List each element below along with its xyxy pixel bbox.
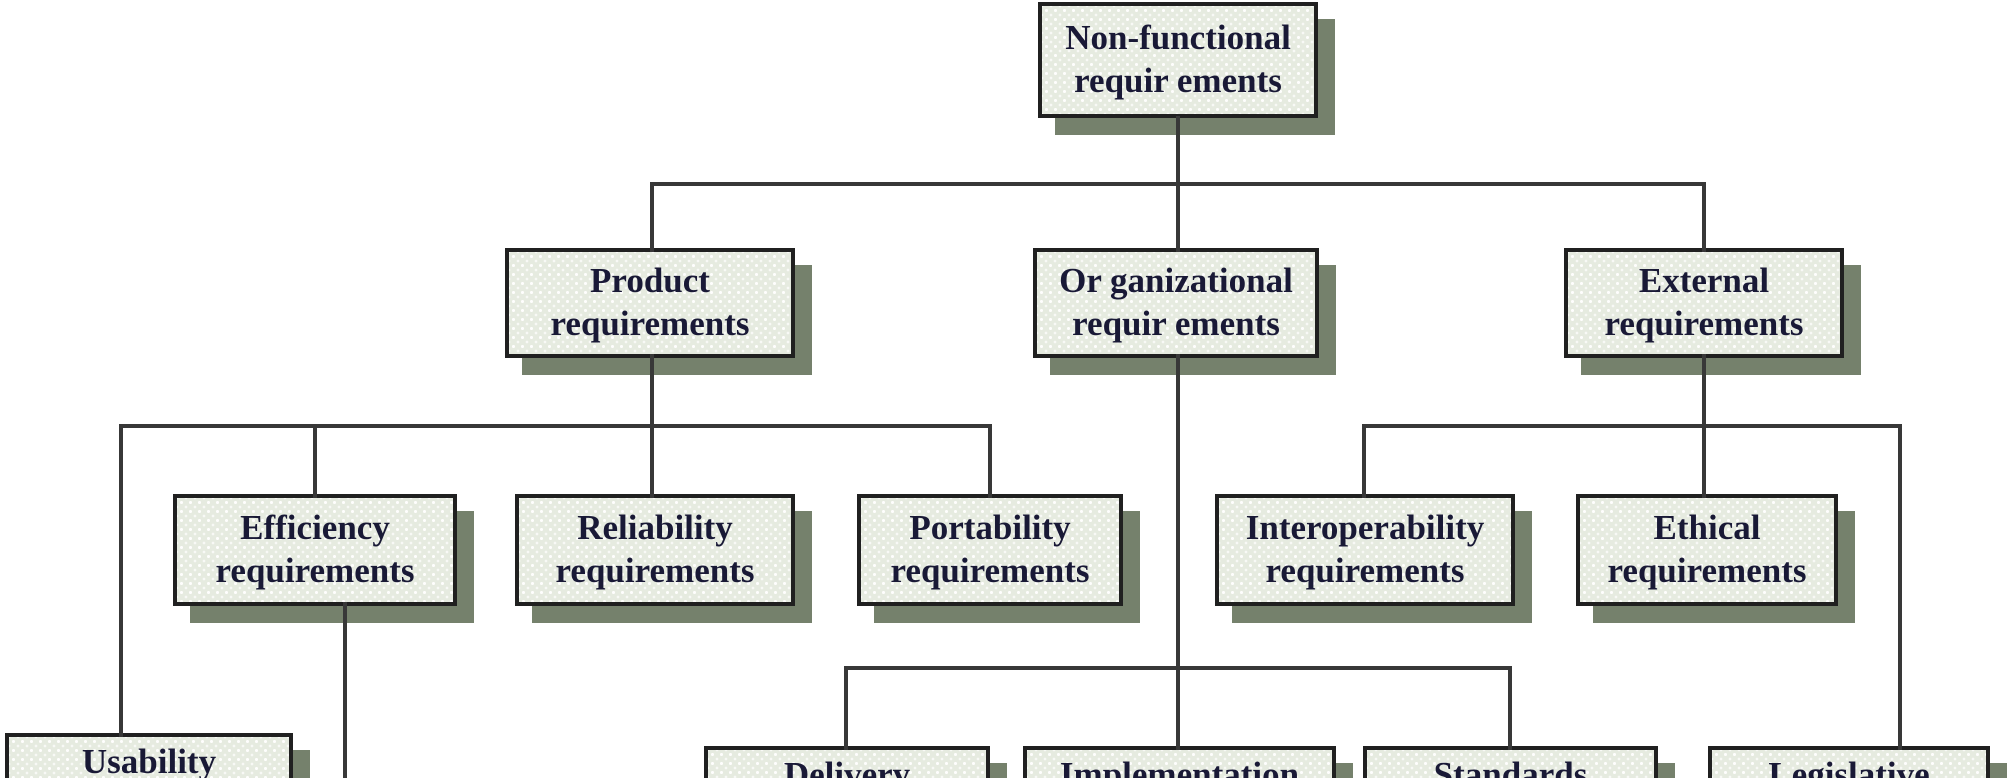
node-label-line2: requirements xyxy=(1604,304,1804,343)
node-label-line1: Standards xyxy=(1433,755,1588,778)
connector-level1-horizontal xyxy=(650,182,1706,186)
node-non-functional-requirements: Non-functional requir ements xyxy=(1038,2,1318,118)
node-label-line2: requirements xyxy=(890,551,1090,590)
node-label-line2: requirements xyxy=(215,551,415,590)
node-label-line1: Portability xyxy=(909,508,1071,548)
node-delivery-requirements: Delivery xyxy=(704,746,990,778)
node-legislative-requirements: Legislative xyxy=(1708,746,1990,778)
node-ethical-requirements: Ethical requirements xyxy=(1576,494,1838,606)
node-reliability-requirements: Reliability requirements xyxy=(515,494,795,606)
node-implementation-requirements: Implementation xyxy=(1023,746,1336,778)
node-usability-requirements: Usability xyxy=(5,733,293,778)
node-label-line2: requirements xyxy=(550,304,750,343)
node-organizational-requirements: Or ganizational requir ements xyxy=(1033,248,1319,358)
node-standards-requirements: Standards xyxy=(1363,746,1658,778)
node-label-line1: Interoperability xyxy=(1245,508,1485,548)
node-label-line2: requir ements xyxy=(1074,61,1282,100)
connector-drop-portability xyxy=(988,424,992,498)
node-label-line1: Non-functional xyxy=(1065,18,1291,58)
connector-product-children-horizontal xyxy=(119,424,992,428)
node-product-requirements: Product requirements xyxy=(505,248,795,358)
connector-organizational-pendant xyxy=(1176,354,1180,750)
connector-efficiency-pendant xyxy=(343,602,347,778)
node-label-line1: Delivery xyxy=(783,755,911,778)
connector-drop-product xyxy=(650,182,654,252)
node-label-line1: Or ganizational xyxy=(1059,261,1293,301)
connector-drop-delivery xyxy=(844,666,848,750)
connector-drop-interoperability xyxy=(1362,424,1366,498)
node-label-line1: Usability xyxy=(81,742,217,778)
node-interoperability-requirements: Interoperability requirements xyxy=(1215,494,1515,606)
node-label-line2: requirements xyxy=(555,551,755,590)
node-label-line2: requirements xyxy=(1607,551,1807,590)
node-label-line1: Ethical xyxy=(1653,508,1761,548)
node-label-line1: Efficiency xyxy=(240,508,390,548)
connector-external-children-horizontal xyxy=(1362,424,1902,428)
node-label-line1: External xyxy=(1638,261,1770,301)
node-label-line2: requirements xyxy=(1265,551,1465,590)
node-label-line1: Product xyxy=(590,261,710,301)
connector-drop-legislative xyxy=(1898,424,1902,750)
node-efficiency-requirements: Efficiency requirements xyxy=(173,494,457,606)
node-label-line1: Reliability xyxy=(577,508,733,548)
connector-organizational-children-horizontal xyxy=(844,666,1512,670)
node-label-line1: Legislative xyxy=(1768,755,1930,778)
connector-drop-efficiency xyxy=(313,424,317,498)
connector-drop-usability xyxy=(119,424,123,737)
node-external-requirements: External requirements xyxy=(1564,248,1844,358)
connector-drop-external xyxy=(1702,182,1706,252)
node-label-line1: Implementation xyxy=(1059,755,1300,778)
node-portability-requirements: Portability requirements xyxy=(857,494,1123,606)
connector-drop-standards xyxy=(1508,666,1512,750)
node-label-line2: requir ements xyxy=(1072,304,1280,343)
